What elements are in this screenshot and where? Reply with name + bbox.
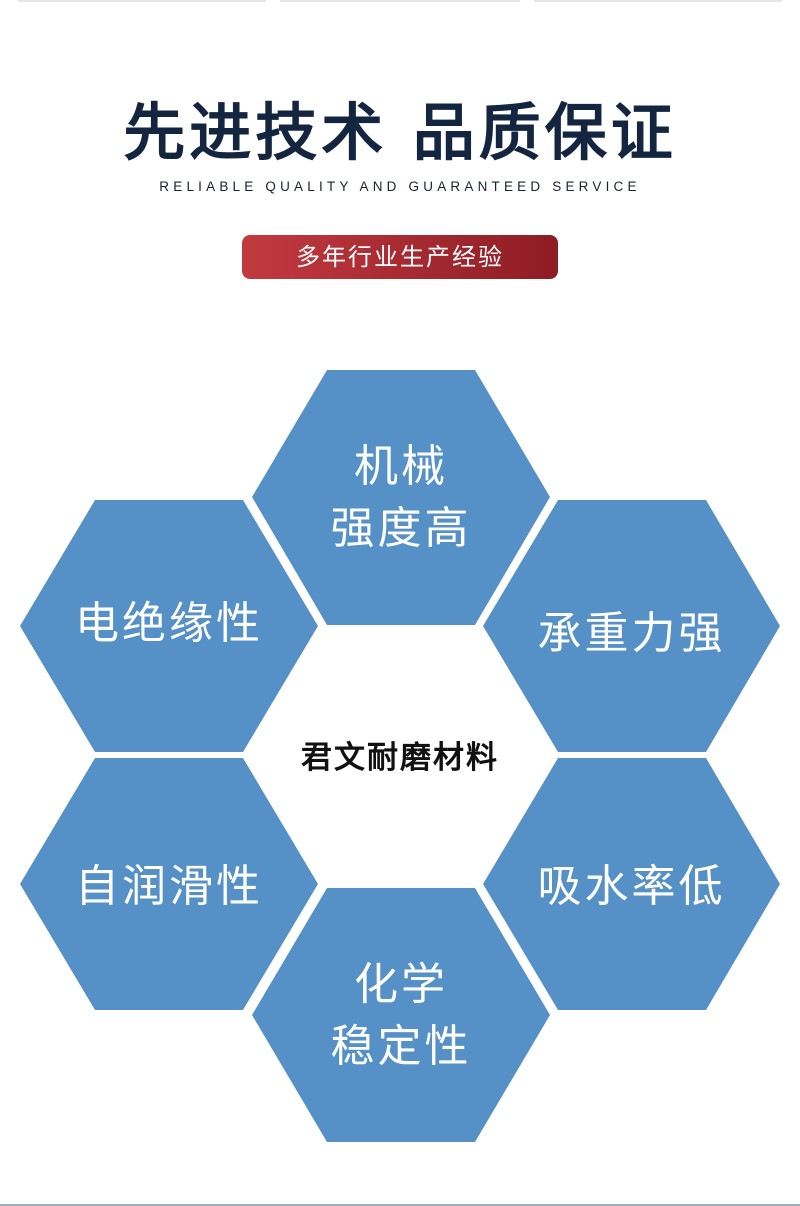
feature-line: 化学 bbox=[354, 959, 448, 1010]
hexagon-chemical-stability bbox=[252, 888, 550, 1142]
page-title: 先进技术 品质保证 bbox=[123, 96, 677, 169]
page-subtitle: RELIABLE QUALITY AND GUARANTEED SERVICE bbox=[159, 179, 641, 194]
feature-label: 吸水率低 bbox=[537, 861, 726, 912]
feature-label: 自润滑性 bbox=[75, 861, 263, 912]
feature-line: 稳定性 bbox=[330, 1021, 472, 1072]
hexagon-low-water-absorption bbox=[483, 758, 780, 1010]
top-divider bbox=[18, 0, 266, 2]
feature-label: 机械 强度高 bbox=[252, 436, 550, 560]
feature-line: 强度高 bbox=[330, 503, 472, 554]
hexagon-electrical-insulation bbox=[20, 500, 318, 752]
hexagon-mechanical-strength bbox=[252, 370, 550, 625]
top-divider bbox=[280, 0, 520, 2]
top-divider bbox=[534, 0, 782, 2]
hexagon-load-bearing bbox=[483, 500, 780, 752]
feature-label: 化学 稳定性 bbox=[252, 954, 550, 1078]
bottom-divider bbox=[0, 1204, 800, 1206]
hexagon-self-lubricating bbox=[20, 758, 318, 1010]
feature-line: 机械 bbox=[354, 441, 448, 492]
experience-badge: 多年行业生产经验 bbox=[242, 235, 558, 279]
feature-label: 承重力强 bbox=[537, 608, 726, 659]
center-brand-label: 君文耐磨材料 bbox=[301, 740, 499, 776]
feature-label: 电绝缘性 bbox=[75, 598, 263, 649]
